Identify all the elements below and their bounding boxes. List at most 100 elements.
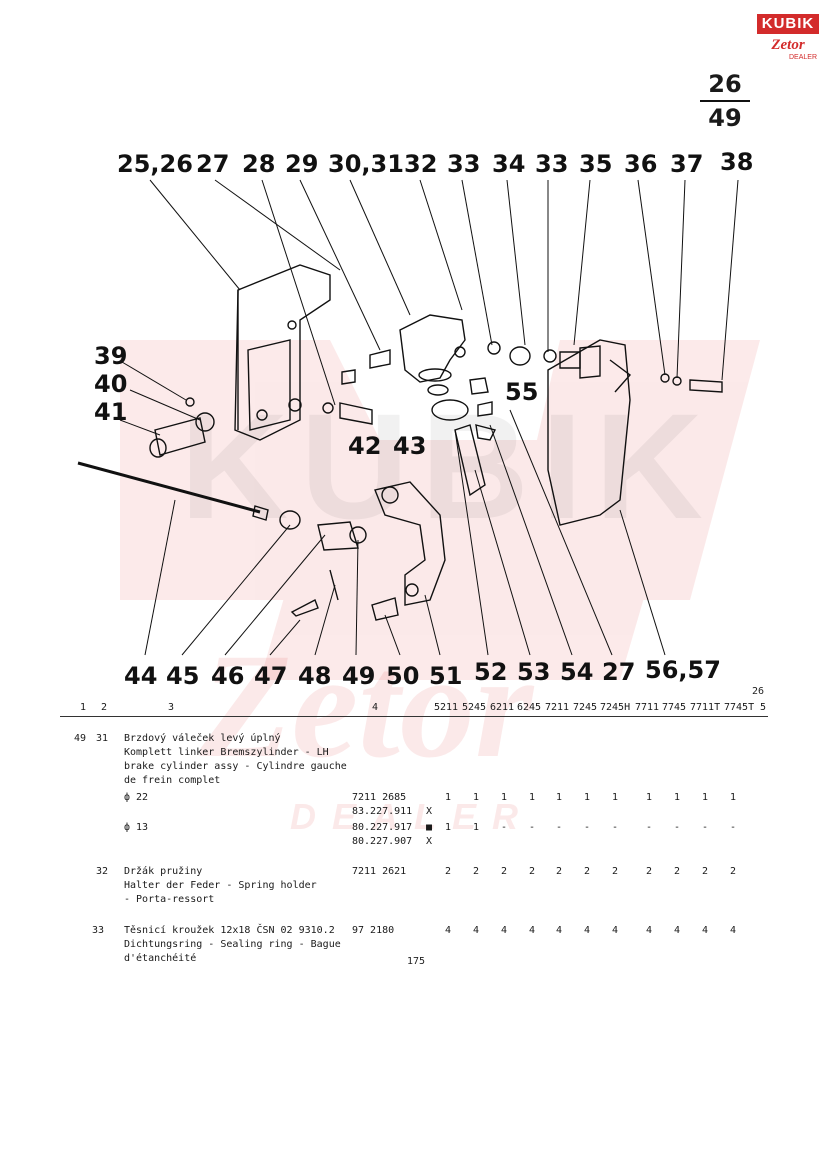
qty-cell: - bbox=[528, 822, 536, 833]
qty-cell: 1 bbox=[701, 792, 709, 803]
qty-cell: 2 bbox=[673, 866, 681, 877]
qty-cell: 1 bbox=[472, 822, 480, 833]
cylinder-part bbox=[399, 314, 466, 383]
qty-cell: 2 bbox=[701, 866, 709, 877]
callout-52: 52 bbox=[474, 658, 508, 686]
watermark-shape bbox=[120, 340, 760, 680]
qty-cell: 2 bbox=[611, 866, 619, 877]
sub-label: ф 13 bbox=[124, 822, 149, 833]
callout-39: 39 bbox=[94, 342, 128, 370]
qty-cell: 2 bbox=[645, 866, 653, 877]
callout-47: 47 bbox=[254, 662, 288, 690]
qty-cell: 1 bbox=[645, 792, 653, 803]
model-col: 7711 bbox=[635, 702, 660, 713]
fraction-bar bbox=[700, 100, 750, 102]
qty-cell: 2 bbox=[583, 866, 591, 877]
callout-48: 48 bbox=[298, 662, 332, 690]
qty-cell: 4 bbox=[611, 925, 619, 936]
rod-part bbox=[77, 461, 269, 521]
row-desc: Komplett linker Bremszylinder - LH bbox=[124, 747, 329, 758]
model-col: 5245 bbox=[462, 702, 487, 713]
callout-44: 44 bbox=[124, 662, 158, 690]
model-col: 7211 bbox=[545, 702, 570, 713]
logo-dealer: DEALER bbox=[788, 54, 817, 61]
col-number-4: 4 bbox=[372, 702, 379, 713]
watermark-dealer: DEALER bbox=[290, 796, 535, 837]
qty-cell: 1 bbox=[444, 822, 452, 833]
row-desc: de frein complet bbox=[124, 775, 221, 786]
callout-30-31: 30,31 bbox=[328, 150, 404, 178]
callout-42: 42 bbox=[348, 432, 382, 460]
row-desc: brake cylinder assy - Cylindre gauche bbox=[124, 761, 347, 772]
model-col: 7245 bbox=[573, 702, 598, 713]
small-parts bbox=[149, 341, 723, 458]
row-desc: d'étanchéité bbox=[124, 953, 197, 964]
cover-part bbox=[547, 339, 632, 526]
watermark-kubik: KUBIK bbox=[180, 382, 715, 550]
qty-cell: 4 bbox=[528, 925, 536, 936]
dealer-logo: KUBIK Zetor DEALER bbox=[757, 14, 819, 64]
qty-cell: - bbox=[583, 822, 591, 833]
callout-35: 35 bbox=[579, 150, 613, 178]
col-number-3: 3 bbox=[168, 702, 175, 713]
qty-cell: 2 bbox=[729, 866, 737, 877]
row-desc: Dichtungsring - Sealing ring - Bague bbox=[124, 939, 341, 950]
qty-cell: 1 bbox=[583, 792, 591, 803]
watermark-zetor: Zetor bbox=[200, 623, 534, 789]
qty-cell: 1 bbox=[673, 792, 681, 803]
row-desc: - Porta-ressort bbox=[124, 894, 215, 905]
col-number-1: 1 bbox=[80, 702, 87, 713]
part-mark: X bbox=[426, 836, 433, 847]
qty-cell: 4 bbox=[583, 925, 591, 936]
qty-cell: 1 bbox=[528, 792, 536, 803]
model-col: 7745T bbox=[724, 702, 755, 713]
part-mark: ■ bbox=[426, 822, 433, 833]
fraction-denominator: 49 bbox=[708, 104, 742, 132]
callout-53: 53 bbox=[517, 658, 551, 686]
callout-54: 54 bbox=[560, 658, 594, 686]
row-desc: Těsnicí kroužek 12x18 ČSN 02 9310.2 bbox=[124, 925, 335, 936]
callout-37: 37 bbox=[670, 150, 704, 178]
model-col: 7245H bbox=[600, 702, 631, 713]
model-col: 5211 bbox=[434, 702, 459, 713]
leader-lines bbox=[119, 179, 739, 656]
callout-36: 36 bbox=[624, 150, 658, 178]
col-number-2: 2 bbox=[101, 702, 108, 713]
qty-cell: 4 bbox=[500, 925, 508, 936]
bracket-part bbox=[234, 264, 331, 441]
callout-27-bottom: 27 bbox=[602, 658, 636, 686]
callout-51: 51 bbox=[429, 662, 463, 690]
qty-cell: - bbox=[701, 822, 709, 833]
part-number: 7211 2621 bbox=[352, 866, 407, 877]
qty-cell: - bbox=[673, 822, 681, 833]
qty-cell: 1 bbox=[611, 792, 619, 803]
lever-part bbox=[279, 424, 486, 621]
row-fig: 49 bbox=[74, 733, 87, 744]
part-number: 83.227.911 bbox=[352, 806, 413, 817]
qty-cell: 1 bbox=[555, 792, 563, 803]
logo-zetor: Zetor bbox=[771, 37, 805, 53]
qty-cell: 2 bbox=[500, 866, 508, 877]
qty-cell: 4 bbox=[472, 925, 480, 936]
callout-41: 41 bbox=[94, 398, 128, 426]
row-desc: Halter der Feder - Spring holder bbox=[124, 880, 317, 891]
callout-28: 28 bbox=[242, 150, 276, 178]
part-number: 80.227.917 bbox=[352, 822, 413, 833]
model-col: 7711T bbox=[690, 702, 721, 713]
part-mark: X bbox=[426, 806, 433, 817]
callout-46: 46 bbox=[211, 662, 245, 690]
callout-29: 29 bbox=[285, 150, 319, 178]
row-desc: Brzdový váleček levý úplný bbox=[124, 733, 281, 744]
page-number: 175 bbox=[407, 956, 426, 967]
sub-label: ф 22 bbox=[124, 792, 149, 803]
qty-cell: 1 bbox=[729, 792, 737, 803]
qty-cell: 2 bbox=[555, 866, 563, 877]
table-corner-label: 26 bbox=[752, 686, 765, 697]
qty-cell: 2 bbox=[472, 866, 480, 877]
callout-25-26: 25,26 bbox=[117, 150, 193, 178]
callout-38: 38 bbox=[720, 148, 754, 176]
qty-cell: 2 bbox=[444, 866, 452, 877]
row-desc: Držák pružiny bbox=[124, 866, 203, 877]
qty-cell: - bbox=[645, 822, 653, 833]
part-number: 7211 2685 bbox=[352, 792, 407, 803]
